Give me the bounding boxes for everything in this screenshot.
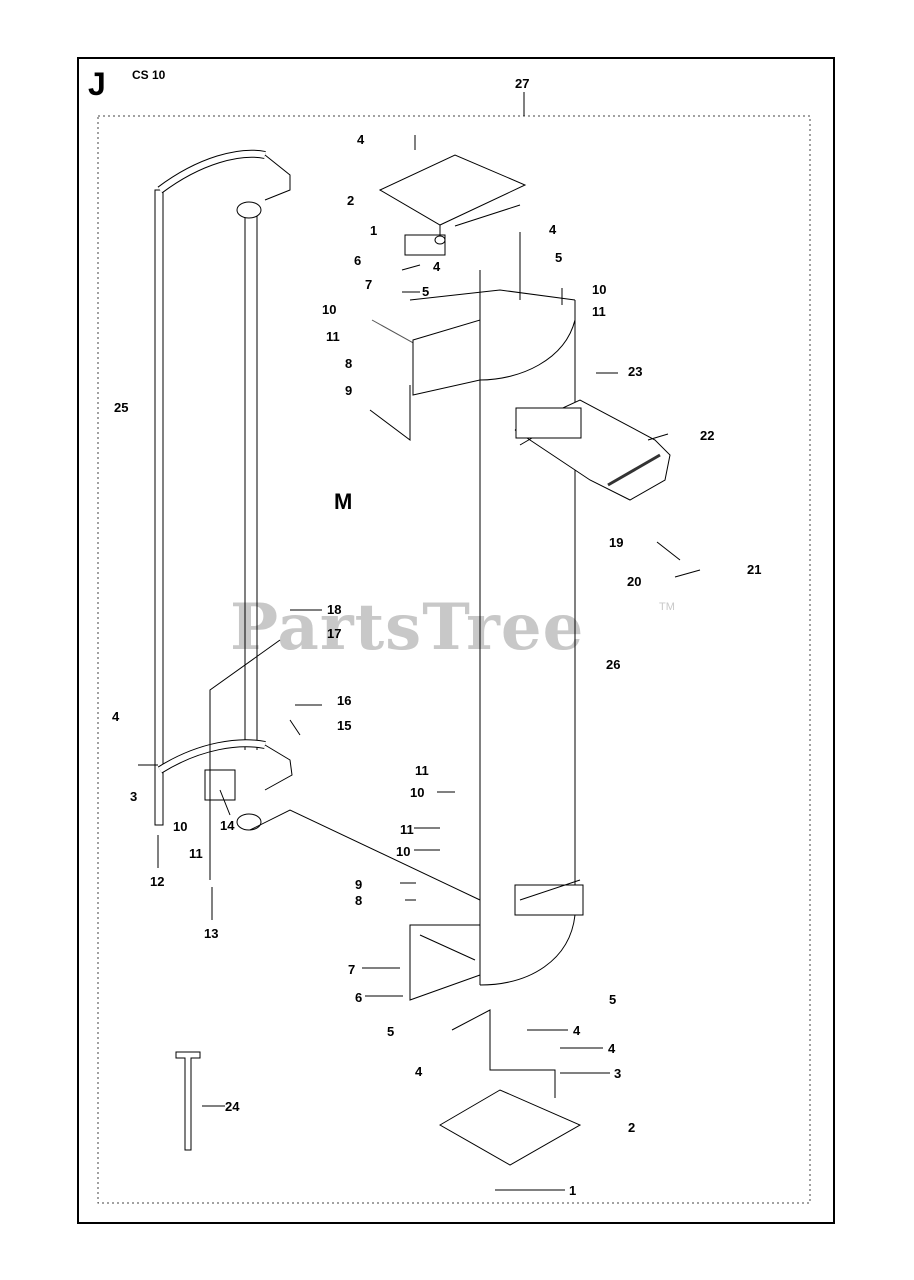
callout-label: 21 — [747, 562, 762, 577]
callout-label: 18 — [327, 602, 342, 617]
callout-label: 15 — [337, 718, 352, 733]
watermark-text: PartsTree — [230, 590, 585, 665]
callout-label: 3 — [130, 789, 138, 804]
callout-label: 6 — [355, 990, 363, 1005]
callout-label: 10 — [396, 844, 411, 859]
callout-label: 10 — [592, 282, 607, 297]
callout-label: 4 — [357, 132, 365, 147]
callout-label: 5 — [387, 1024, 395, 1039]
callout-label: 7 — [348, 962, 356, 977]
callout-label: 10 — [173, 819, 188, 834]
callout-label: 12 — [150, 874, 165, 889]
view-label: M — [334, 489, 353, 514]
callout-label: 24 — [225, 1099, 240, 1114]
model-name: CS 10 — [132, 68, 166, 82]
callout-label: 2 — [347, 193, 355, 208]
callout-label: 4 — [549, 222, 557, 237]
callout-label: 3 — [614, 1066, 622, 1081]
callout-label: 4 — [112, 709, 120, 724]
callout-label: 11 — [189, 846, 203, 861]
callout-label: 23 — [628, 364, 643, 379]
callout-label: 19 — [609, 535, 624, 550]
diagram-frame — [77, 57, 835, 1224]
watermark-trademark: TM — [659, 601, 675, 613]
callout-label: 7 — [365, 277, 373, 292]
callout-label: 16 — [337, 693, 352, 708]
callout-label: 10 — [322, 302, 337, 317]
callout-label: 26 — [606, 657, 621, 672]
callout-label: 2 — [628, 1120, 636, 1135]
callout-label: 4 — [608, 1041, 616, 1056]
callout-label: 5 — [422, 284, 430, 299]
callout-label: 10 — [410, 785, 425, 800]
callout-label: 22 — [700, 428, 715, 443]
callout-label: 11 — [592, 304, 606, 319]
callout-label: 5 — [555, 250, 563, 265]
callout-label: 4 — [433, 259, 441, 274]
callout-label: 1 — [569, 1183, 577, 1198]
callout-label: 25 — [114, 400, 129, 415]
callout-label: 9 — [345, 383, 353, 398]
callout-label: 17 — [327, 626, 342, 641]
callout-label: 20 — [627, 574, 642, 589]
callout-label: 27 — [515, 76, 530, 91]
callout-label: 11 — [415, 763, 429, 778]
callout-label: 8 — [355, 893, 363, 908]
section-letter: J — [88, 66, 106, 102]
callout-label: 8 — [345, 356, 353, 371]
callout-label: 6 — [354, 253, 362, 268]
callout-label: 4 — [415, 1064, 423, 1079]
callout-label: 9 — [355, 877, 363, 892]
callout-label: 14 — [220, 818, 235, 833]
callout-label: 4 — [573, 1023, 581, 1038]
callout-label: 13 — [204, 926, 219, 941]
callout-label: 1 — [370, 223, 378, 238]
callout-label: 11 — [326, 329, 340, 344]
callout-label: 5 — [609, 992, 617, 1007]
callout-label: 11 — [400, 822, 414, 837]
